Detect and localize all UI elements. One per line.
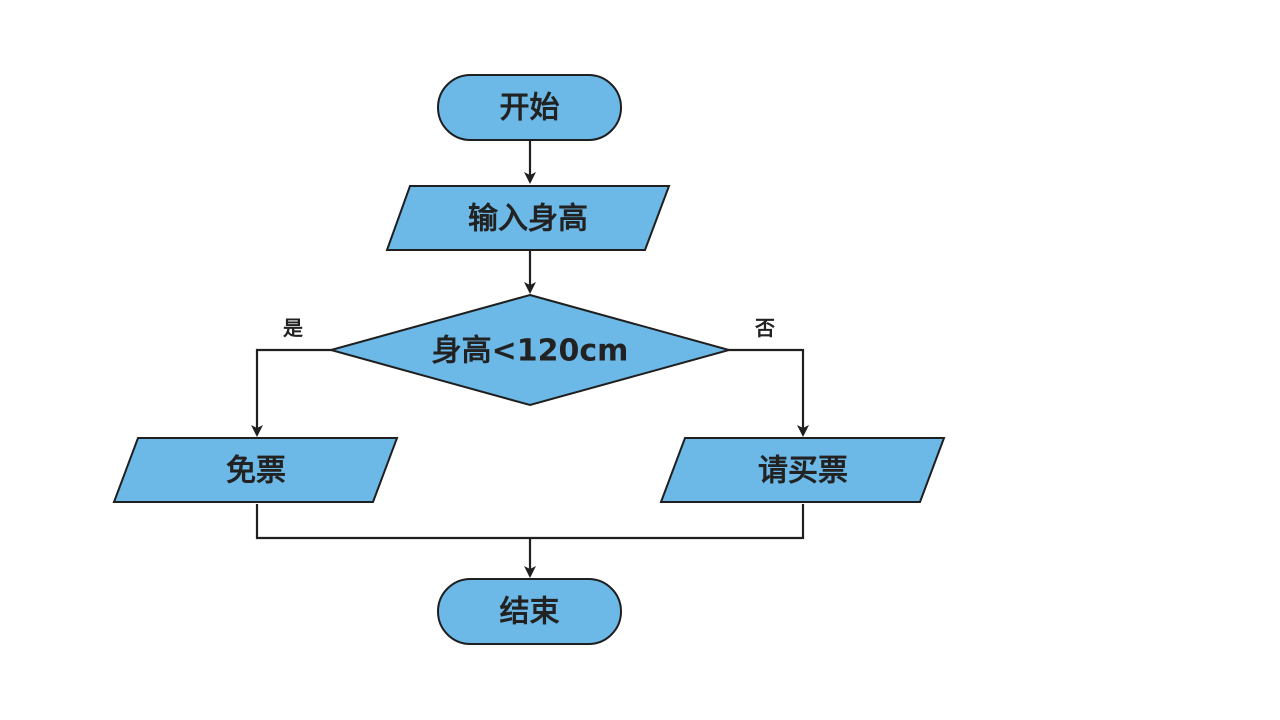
yes-output-node: 免票	[112, 437, 399, 503]
edge-decision-yes	[251, 348, 332, 437]
input-label: 输入身高	[468, 202, 588, 237]
edge-decision-no	[728, 348, 809, 437]
yes-output-label: 免票	[226, 454, 286, 489]
start-node: 开始	[437, 74, 622, 141]
end-label: 结束	[500, 595, 560, 630]
no-branch-label: 否	[754, 316, 775, 340]
no-output-label: 请买票	[758, 454, 848, 489]
start-label: 开始	[500, 91, 560, 126]
input-node: 输入身高	[385, 185, 671, 251]
yes-branch-label: 是	[282, 316, 303, 340]
edge-merge	[255, 504, 805, 540]
no-output-node: 请买票	[659, 437, 946, 503]
end-node: 结束	[437, 578, 622, 645]
decision-node: 身高<120cm	[327, 293, 733, 407]
decision-label: 身高<120cm	[432, 334, 629, 369]
